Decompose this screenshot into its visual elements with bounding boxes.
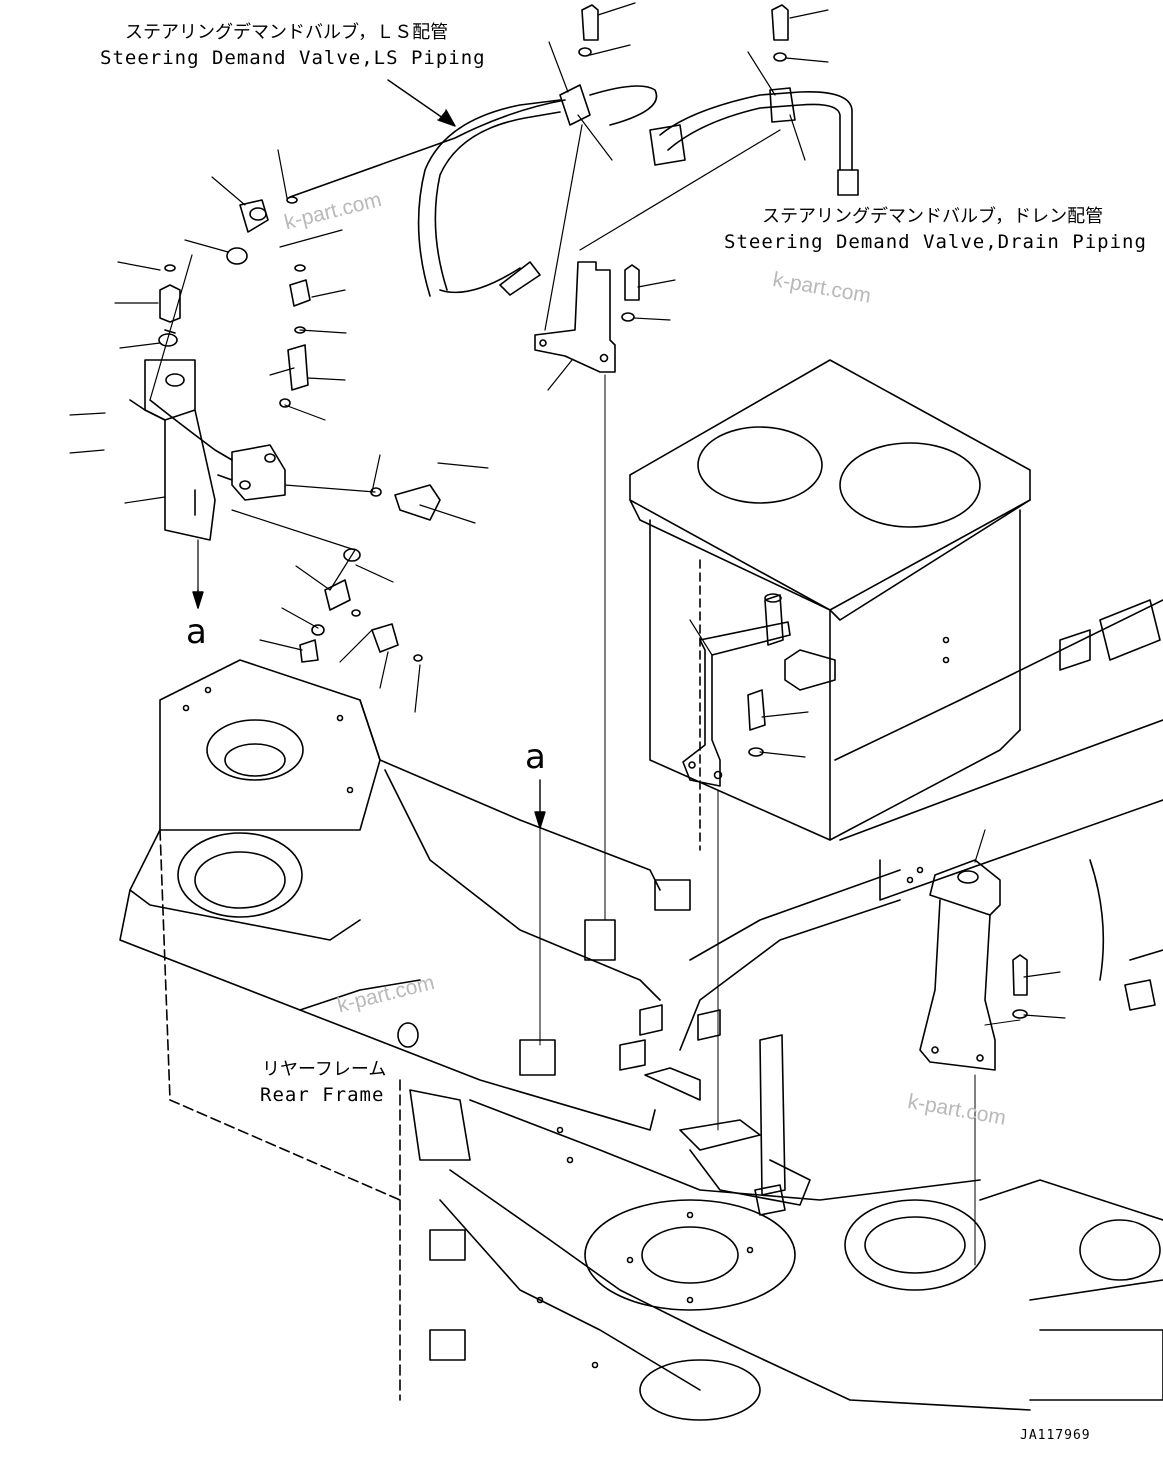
ls-piping-label-jp: ステアリングデマンドバルブ，ＬＳ配管 (125, 22, 449, 43)
drawing-code: JA117969 (1020, 1428, 1091, 1443)
ls-hose (289, 84, 658, 297)
clamp-bracket (534, 4, 789, 373)
drain-piping-label-en: Steering Demand Valve,Drain Piping (724, 231, 1147, 253)
drain-piping-label-jp: ステアリングデマンドバルブ，ドレン配管 (762, 206, 1104, 227)
ls-piping-assembly (129, 196, 441, 663)
ls-piping-label-en: Steering Demand Valve,LS Piping (100, 47, 486, 69)
mid-bracket (682, 593, 791, 787)
rear-frame (119, 659, 1163, 1421)
drain-hose (649, 87, 859, 196)
reference-mark-a: a (525, 737, 546, 777)
rear-frame-label-jp: リヤーフレーム (262, 1059, 387, 1080)
reference-mark-a: a (186, 612, 207, 652)
rear-frame-label-en: Rear Frame (260, 1084, 385, 1106)
pointer-arrows (192, 79, 546, 829)
leader-lines (69, 2, 1066, 1266)
right-bracket (919, 859, 1156, 1071)
hydraulic-tank (629, 359, 1163, 1051)
lower-mounts (619, 1004, 811, 1216)
